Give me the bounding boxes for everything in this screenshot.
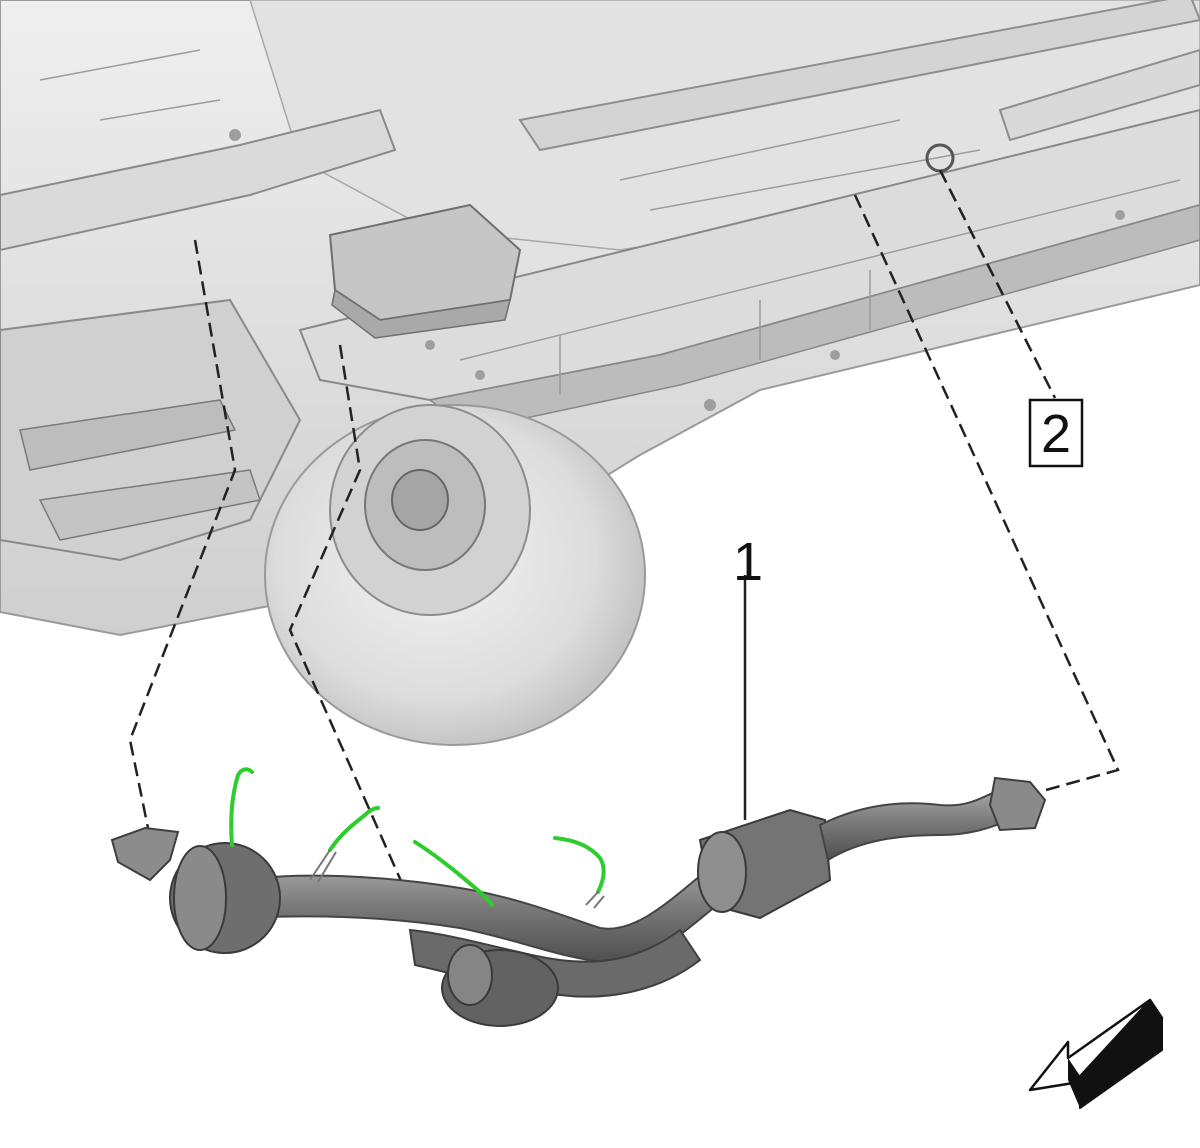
front-wheel bbox=[264, 404, 646, 746]
transmission-module-face bbox=[331, 288, 512, 339]
callout-2-label: 2 bbox=[1041, 404, 1071, 464]
control-arm-lower bbox=[38, 469, 261, 541]
o2-sensor-wire-2 bbox=[328, 806, 380, 852]
exhaust-manifold-pipe-assembly bbox=[110, 776, 1047, 1027]
right-catalytic-converter bbox=[697, 808, 832, 920]
leader-right-outer bbox=[938, 169, 1057, 399]
rear-outlet-flange bbox=[988, 776, 1047, 832]
assembly-leader-lines bbox=[128, 169, 1120, 891]
callout-1-label: 1 bbox=[733, 532, 763, 592]
left-catalytic-converter bbox=[169, 842, 281, 954]
control-arm bbox=[19, 399, 237, 471]
o2-sensor-wire-3 bbox=[413, 840, 494, 907]
oxygen-sensor-wires bbox=[229, 767, 606, 907]
leader-right-rear bbox=[853, 194, 1120, 802]
forward-direction-arrow-icon bbox=[1028, 998, 1164, 1109]
drive-shaft bbox=[518, 0, 1200, 152]
drive-shaft-rear bbox=[998, 48, 1200, 142]
left-manifold-flange bbox=[110, 826, 180, 882]
frame-rail-left bbox=[0, 108, 397, 252]
frame-holes bbox=[229, 129, 1125, 411]
oxygen-sensor-leads bbox=[309, 849, 605, 909]
o2-sensor-wire-4 bbox=[553, 836, 606, 894]
brake-rotor bbox=[391, 469, 449, 531]
leader-left-inner bbox=[288, 344, 407, 891]
frame-detail-lines bbox=[39, 49, 1181, 395]
o2-sensor-wire-1 bbox=[229, 767, 254, 847]
callout-2-box bbox=[1028, 398, 1084, 468]
callout-2: 2 bbox=[1028, 398, 1084, 468]
center-catalytic-converter bbox=[441, 944, 559, 1027]
leader-left-outer bbox=[128, 239, 237, 829]
rear-outlet-pipe bbox=[818, 788, 1012, 862]
